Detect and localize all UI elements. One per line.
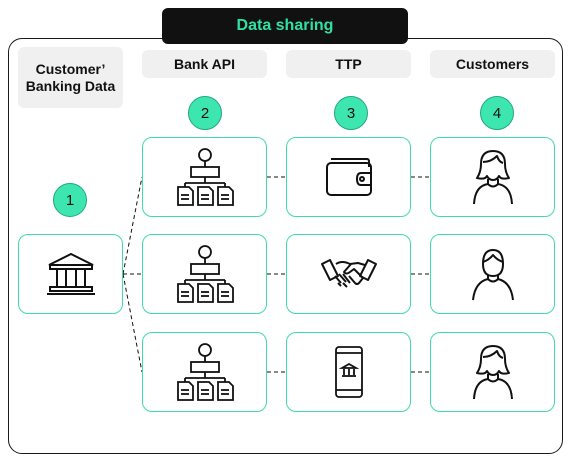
customer-node-3 — [430, 332, 555, 412]
step-3-badge: 3 — [334, 96, 368, 130]
wallet-icon — [325, 158, 372, 196]
step-2-badge: 2 — [188, 96, 222, 130]
header-ttp: TTP — [286, 50, 411, 78]
ttp-node-mobile-bank — [286, 332, 411, 412]
customer-data-node — [18, 234, 123, 314]
bank-icon — [46, 252, 95, 295]
hierarchy-documents-icon — [176, 245, 234, 303]
mobile-bank-icon — [334, 346, 363, 398]
api-node-3 — [142, 332, 267, 412]
header-bank-api: Bank API — [142, 50, 267, 78]
customer-node-2 — [430, 234, 555, 314]
woman-icon — [472, 150, 513, 205]
ttp-node-handshake — [286, 234, 411, 314]
header-customers: Customers — [430, 50, 555, 78]
api-node-2 — [142, 234, 267, 314]
hierarchy-documents-icon — [176, 343, 234, 401]
man-icon — [471, 249, 514, 301]
api-node-1 — [142, 137, 267, 217]
header-customer-data: Customer’ Banking Data — [18, 47, 123, 108]
hierarchy-documents-icon — [176, 148, 234, 206]
step-1-badge: 1 — [53, 183, 87, 217]
woman-icon — [472, 345, 513, 400]
step-4-badge: 4 — [480, 96, 514, 130]
customer-node-1 — [430, 137, 555, 217]
handshake-icon — [320, 259, 377, 288]
ttp-node-wallet — [286, 137, 411, 217]
diagram-title: Data sharing — [162, 8, 408, 44]
